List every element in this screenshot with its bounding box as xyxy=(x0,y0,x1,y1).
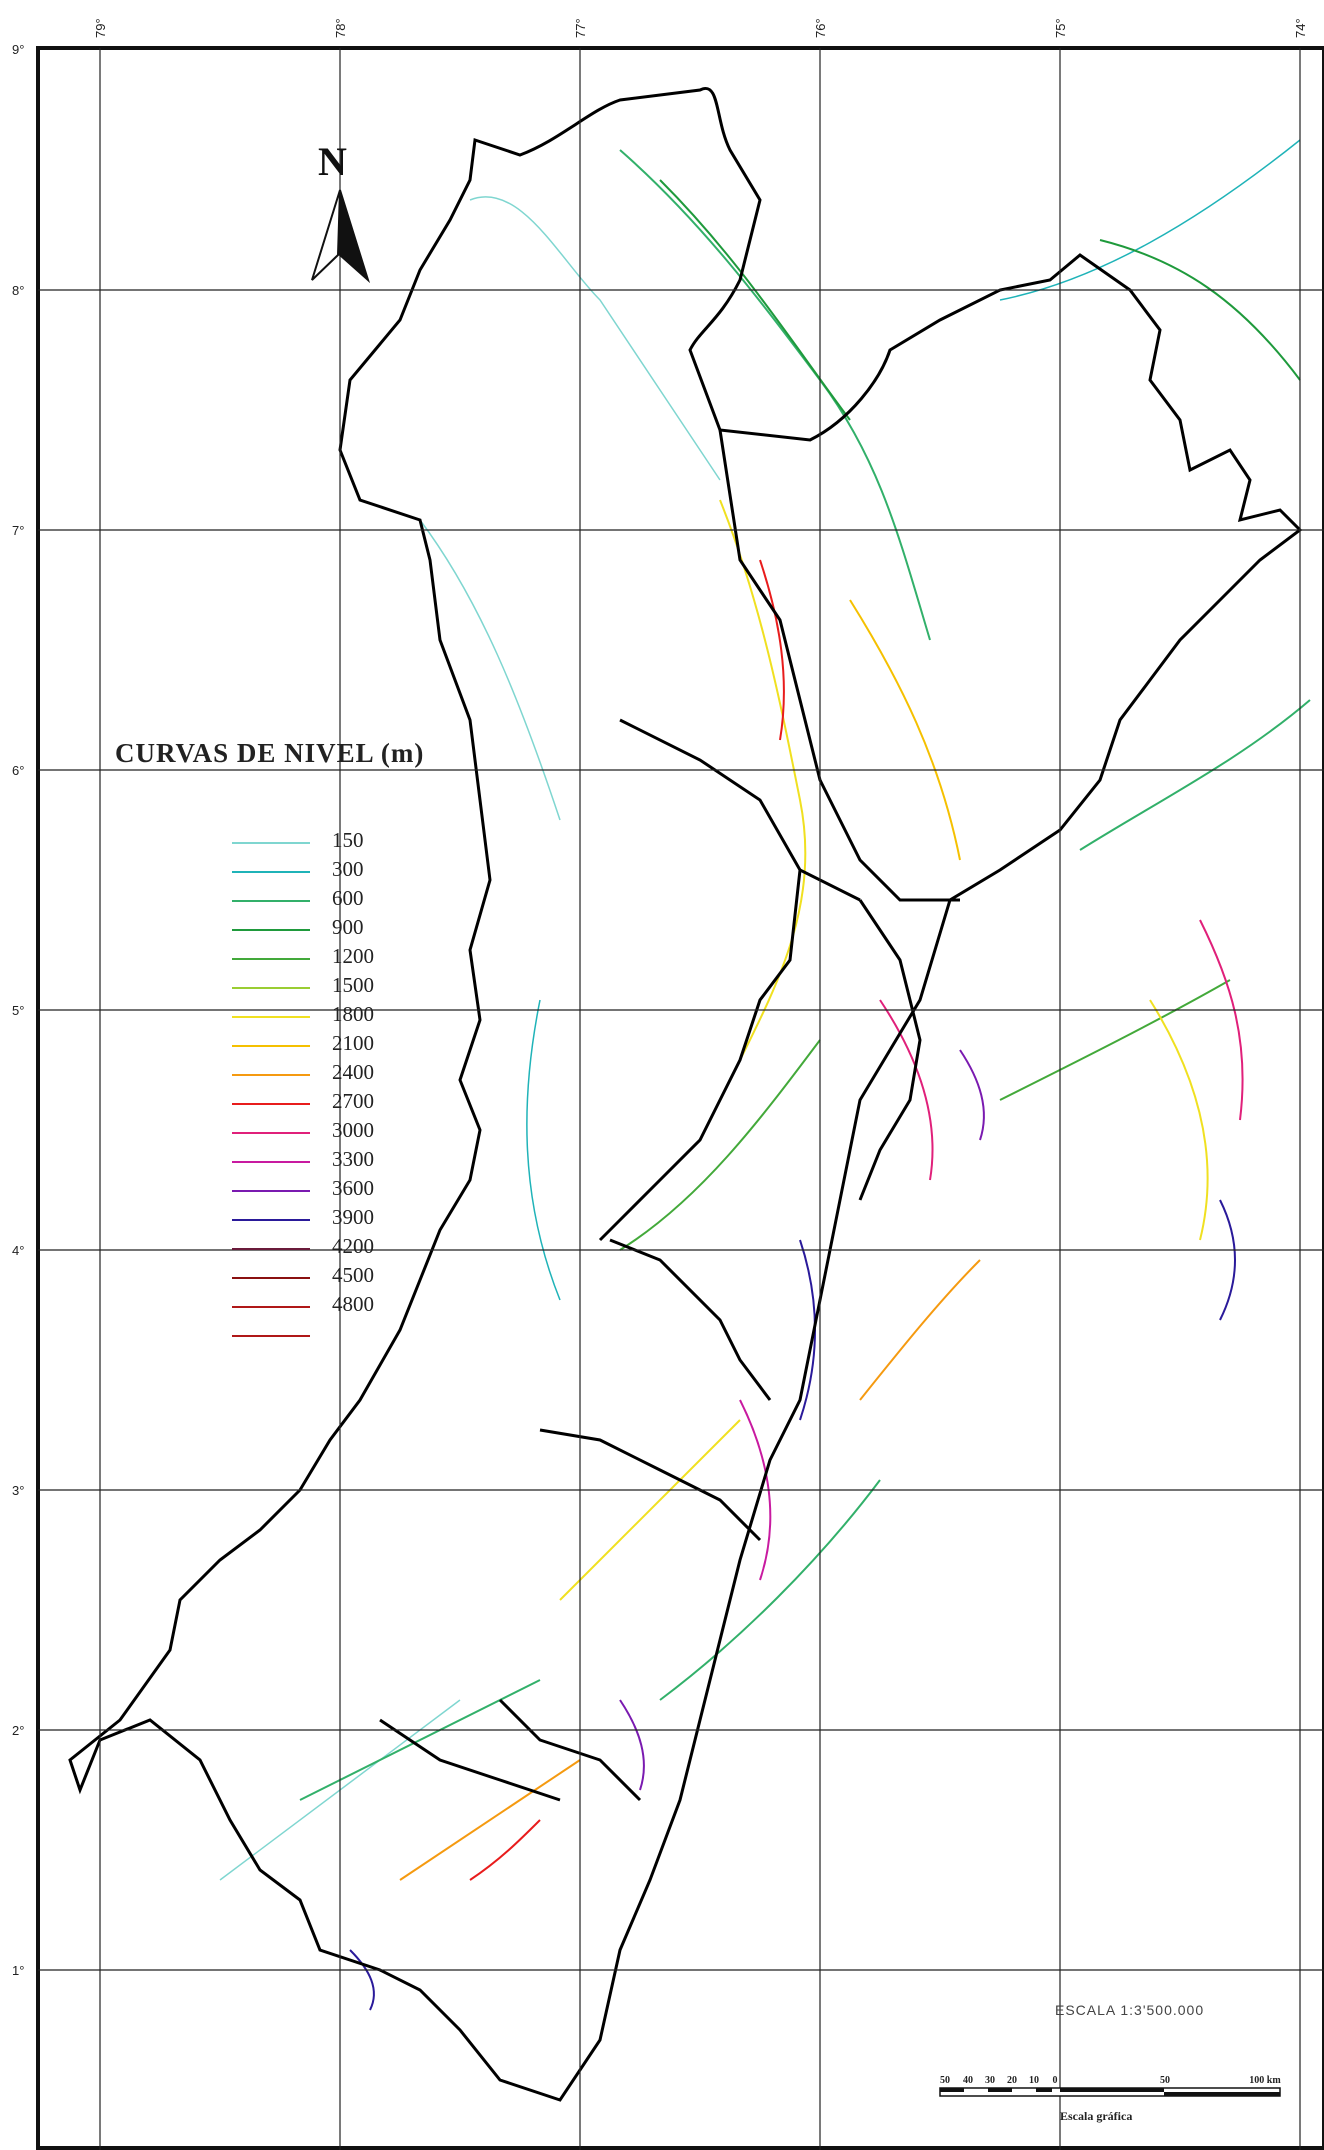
legend-item: 1500 xyxy=(232,973,374,997)
scale-bar: ESCALA 1:3'500.000 50 40 30 20 10 0 50 100 km E… xyxy=(939,2002,1281,2123)
legend-label: 2100 xyxy=(332,1031,374,1055)
legend-label: 3300 xyxy=(332,1147,374,1171)
legend-item: 4800 xyxy=(232,1292,374,1316)
scale-tick-label: 50 xyxy=(1160,2075,1170,2086)
legend-label: 600 xyxy=(332,886,364,910)
latitude-label: 1° xyxy=(12,1963,24,1978)
latitude-label: 6° xyxy=(12,763,24,778)
legend-label: 900 xyxy=(332,915,364,939)
longitude-label: 77° xyxy=(573,18,588,38)
administrative-boundaries xyxy=(68,86,1303,2102)
legend-item: 1200 xyxy=(232,944,374,968)
legend-item: 2400 xyxy=(232,1060,374,1084)
scale-tick-label: 20 xyxy=(1007,2075,1017,2086)
legend-label: 4500 xyxy=(332,1263,374,1287)
latitude-label: 5° xyxy=(12,1003,24,1018)
latitude-label: 7° xyxy=(12,523,24,538)
latitude-label: 2° xyxy=(12,1723,24,1738)
legend-label: 4200 xyxy=(332,1234,374,1258)
legend-item: 600 xyxy=(232,886,364,910)
longitude-label: 79° xyxy=(93,18,108,38)
scale-ratio-text: ESCALA 1:3'500.000 xyxy=(1055,2002,1204,2018)
legend-label: 4800 xyxy=(332,1292,374,1316)
north-arrow: N xyxy=(311,139,371,284)
legend-items: 150 300 600 900 1200 1500 1800 2100 2400 2700 3000… xyxy=(232,828,374,1337)
scale-subtitle: Escala gráfica xyxy=(1060,2109,1132,2123)
legend-label: 2400 xyxy=(332,1060,374,1084)
legend-label: 150 xyxy=(332,828,364,852)
legend-title: CURVAS DE NIVEL (m) xyxy=(115,738,424,768)
legend-item: 3600 xyxy=(232,1176,374,1200)
coordinate-grid xyxy=(38,48,1324,2150)
legend-label: 3000 xyxy=(332,1118,374,1142)
scale-tick-labels: 50 40 30 20 10 0 50 100 km xyxy=(940,2075,1281,2086)
legend-label: 2700 xyxy=(332,1089,374,1113)
legend-item: 150 xyxy=(232,828,364,852)
latitude-label: 3° xyxy=(12,1483,24,1498)
legend-item: 900 xyxy=(232,915,364,939)
north-letter: N xyxy=(318,139,347,184)
longitude-label: 75° xyxy=(1053,18,1068,38)
legend-label: 1500 xyxy=(332,973,374,997)
scale-bar-graphic xyxy=(939,2087,1281,2097)
legend-item: 1800 xyxy=(232,1002,374,1026)
scale-tick-label: 10 xyxy=(1029,2075,1039,2086)
legend-label: 1200 xyxy=(332,944,374,968)
scale-tick-label: 50 xyxy=(940,2075,950,2086)
legend-label: 1800 xyxy=(332,1002,374,1026)
legend-item: 4500 xyxy=(232,1263,374,1287)
longitude-label: 76° xyxy=(813,18,828,38)
legend-label: 3900 xyxy=(332,1205,374,1229)
north-arrow-icon xyxy=(311,189,341,281)
legend-label: 300 xyxy=(332,857,364,881)
longitude-label: 74° xyxy=(1293,18,1308,38)
legend-item: 300 xyxy=(232,857,364,881)
legend-item: 2100 xyxy=(232,1031,374,1055)
latitude-label: 4° xyxy=(12,1243,24,1258)
scale-tick-label: 0 xyxy=(1053,2075,1058,2086)
legend-label: 3600 xyxy=(332,1176,374,1200)
legend-item: 3000 xyxy=(232,1118,374,1142)
scale-tick-label: 100 km xyxy=(1249,2075,1281,2086)
longitude-label: 78° xyxy=(333,18,348,38)
latitude-label: 9° xyxy=(12,42,24,57)
map-frame xyxy=(36,46,1324,2150)
legend-item: 4200 xyxy=(232,1234,374,1258)
legend-item: 3900 xyxy=(232,1205,374,1229)
legend-item: 3300 xyxy=(232,1147,374,1171)
elevation-legend: CURVAS DE NIVEL (m) 150 300 600 900 1200 1500… xyxy=(115,738,424,1337)
latitude-label: 8° xyxy=(12,283,24,298)
longitude-labels: 79° 78° 77° 76° 75° 74° xyxy=(93,18,1308,38)
latitude-labels: 9° 8° 7° 6° 5° 4° 3° 2° 1° xyxy=(12,42,24,1978)
legend-item: 2700 xyxy=(232,1089,374,1113)
scale-tick-label: 40 xyxy=(963,2075,973,2086)
scale-tick-label: 30 xyxy=(985,2075,995,2086)
